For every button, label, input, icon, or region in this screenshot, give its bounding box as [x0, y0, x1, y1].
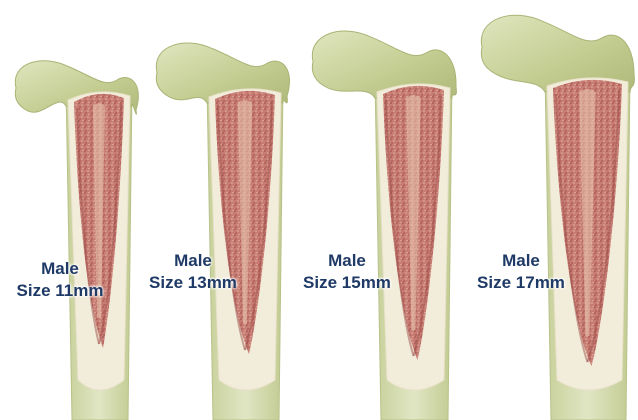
femur-bone-17mm — [481, 15, 634, 420]
bone-label-17mm: Male Size 17mm — [466, 250, 576, 294]
bone-label-sex: Male — [6, 258, 114, 280]
bone-label-size: Size 13mm — [138, 272, 248, 294]
bone-label-size: Size 15mm — [292, 272, 402, 294]
femur-bone-11mm — [15, 61, 138, 420]
femur-bone-13mm — [156, 43, 289, 420]
bone-label-11mm: Male Size 11mm — [6, 258, 114, 302]
bone-label-sex: Male — [292, 250, 402, 272]
bone-label-size: Size 11mm — [6, 280, 114, 302]
bone-label-sex: Male — [466, 250, 576, 272]
bone-label-13mm: Male Size 13mm — [138, 250, 248, 294]
femur-bone-15mm — [312, 31, 456, 420]
bone-label-sex: Male — [138, 250, 248, 272]
bone-label-size: Size 17mm — [466, 272, 576, 294]
bone-label-15mm: Male Size 15mm — [292, 250, 402, 294]
